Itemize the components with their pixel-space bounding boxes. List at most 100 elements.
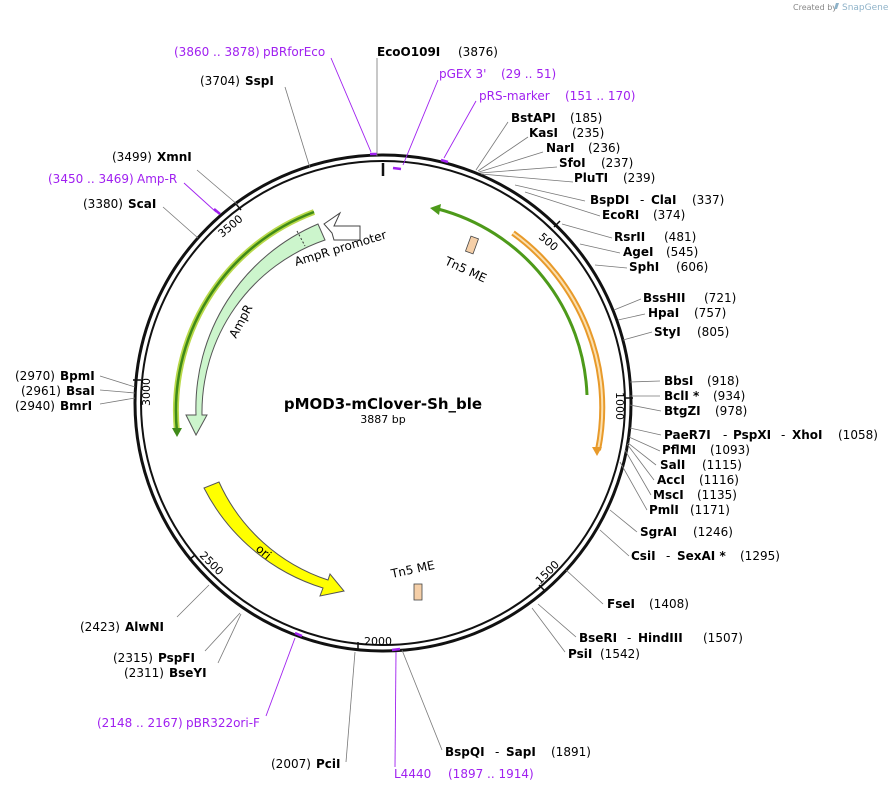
site-sspi-pos: (3704) [200,74,240,88]
site-bseyi-name: BseYI [169,666,207,680]
site-sapi-name: SapI [506,745,536,759]
leader-bsai [99,389,136,394]
site-ecoo109i-pos: (3876) [458,45,498,59]
site-bseri-pos: (1507) [703,631,743,645]
site-bsai-pos: (2961) [21,384,61,398]
site-csii-pos: (1295) [740,549,780,563]
tick-label-3000: 3000 [140,378,153,406]
credit-brand: SnapGene [842,3,889,13]
site-sexai-name: SexAI * [677,549,726,563]
site-agei-name: AgeI [623,245,653,259]
orange-arc-arrowhead-icon [592,447,602,456]
site-bpmi-pos: (2970) [15,369,55,383]
site-fsei-pos: (1408) [649,597,689,611]
site-sfoi-pos: (237) [601,156,633,170]
site-bspqi-pos: (1891) [551,745,591,759]
leader-hpai [617,313,646,321]
leader-styi [622,331,653,341]
site-nari-pos: (236) [588,141,620,155]
site-pluti-name: PluTI [574,171,608,185]
primer-pbrforeco-name: pBRforEco [263,45,325,59]
leader-psii [531,607,566,653]
orange-feature-arc-inner [512,232,604,451]
site-ecoo109i-name: EcoO109I [377,45,440,59]
site-pflmi-name: PflMI [662,443,696,457]
primer-mark-pbr322ori-f [294,631,303,638]
site-bcli-name: BclI * [664,389,700,403]
primer-pbr322ori-f-name: pBR322ori-F [186,716,260,730]
site-sgrai-name: SgrAI [640,525,677,539]
primer-mark-prs-marker [440,158,449,164]
primer-leader-lines [183,57,477,768]
site-xhoi-name: XhoI [792,428,823,442]
leader-sali [627,442,657,466]
site-kasi-pos: (235) [572,126,604,140]
site-paer7i-sep2: - [781,428,785,442]
site-pmli-pos: (1171) [690,503,730,517]
site-bsai-name: BsaI [66,384,95,398]
site-ecori-pos: (374) [653,208,685,222]
site-bspdi-sep: - [640,193,644,207]
leader-l4440 [394,651,397,768]
site-rsrii-pos: (481) [664,230,696,244]
site-bmri-pos: (2940) [15,399,55,413]
site-pcii-pos: (2007) [271,757,311,771]
primer-labels: (3860 .. 3878) pBRforEco pGEX 3' (29 .. … [48,45,635,781]
site-nari-name: NarI [546,141,575,155]
leader-acci [626,443,655,481]
leader-bseyi [217,613,242,664]
site-pflmi-pos: (1093) [710,443,750,457]
primer-pgex3-pos: (29 .. 51) [501,67,556,81]
site-rsrii-name: RsrII [614,230,645,244]
site-msci-pos: (1135) [697,488,737,502]
site-kasi-name: KasI [529,126,558,140]
site-xmni-name: XmnI [157,150,192,164]
primer-prs-marker-pos: (151 .. 170) [565,89,635,103]
primer-pbrforeco-pos: (3860 .. 3878) [174,45,260,59]
site-hpai-pos: (757) [694,306,726,320]
leader-prs-marker [443,100,477,159]
site-sali-name: SalI [660,458,685,472]
site-paer7i-sep1: - [723,428,727,442]
site-bseyi-pos: (2311) [124,666,164,680]
site-psii-pos: (1542) [600,647,640,661]
leader-bstapi [475,121,509,171]
site-pluti-pos: (239) [623,171,655,185]
site-bspdi-name: BspDI [590,193,629,207]
site-paer7i-name: PaeR7I [664,428,711,442]
tick-label-2000: 2000 [364,635,392,648]
site-bseri-sep: - [627,631,631,645]
tn5-me-bottom-box [413,583,423,601]
site-clai-name: ClaI [651,193,676,207]
tick-label-1000: 1000 [613,392,626,420]
leader-agei [579,243,621,254]
leader-bsshii [613,298,642,311]
ori-feature-arrow [203,481,345,597]
leader-pflmi [628,436,661,452]
site-sgrai-pos: (1246) [693,525,733,539]
primer-amp-r-pos: (3450 .. 3469) [48,172,134,186]
backbone-outer-ring [133,153,633,653]
tick-mark-500 [553,220,561,228]
green-feature-arc-right [437,207,589,396]
site-bspqi-sep: - [495,745,499,759]
primer-mark-pgex3 [392,166,402,171]
primer-mark-l4440 [391,647,401,652]
leader-btgzi [629,404,662,412]
primer-prs-marker-name: pRS-marker [479,89,550,103]
plasmid-size: 3887 bp [360,413,405,426]
primer-mark-amp-r [213,208,221,215]
leader-sspi [284,86,311,169]
position-tick-marks [133,203,633,650]
site-acci-pos: (1116) [699,473,739,487]
site-bseri-name: BseRI [579,631,617,645]
leader-paer7i [629,427,662,436]
green-arc-right-arrowhead-icon [430,204,441,215]
site-agei-pos: (545) [666,245,698,259]
site-xmni-pos: (3499) [112,150,152,164]
leader-amp-r [183,182,217,213]
site-bsshii-name: BssHII [643,291,685,305]
primer-marks [213,152,449,652]
site-bstapi-name: BstAPI [511,111,556,125]
feature-label-tn5-bottom: Tn5 ME [389,558,436,581]
